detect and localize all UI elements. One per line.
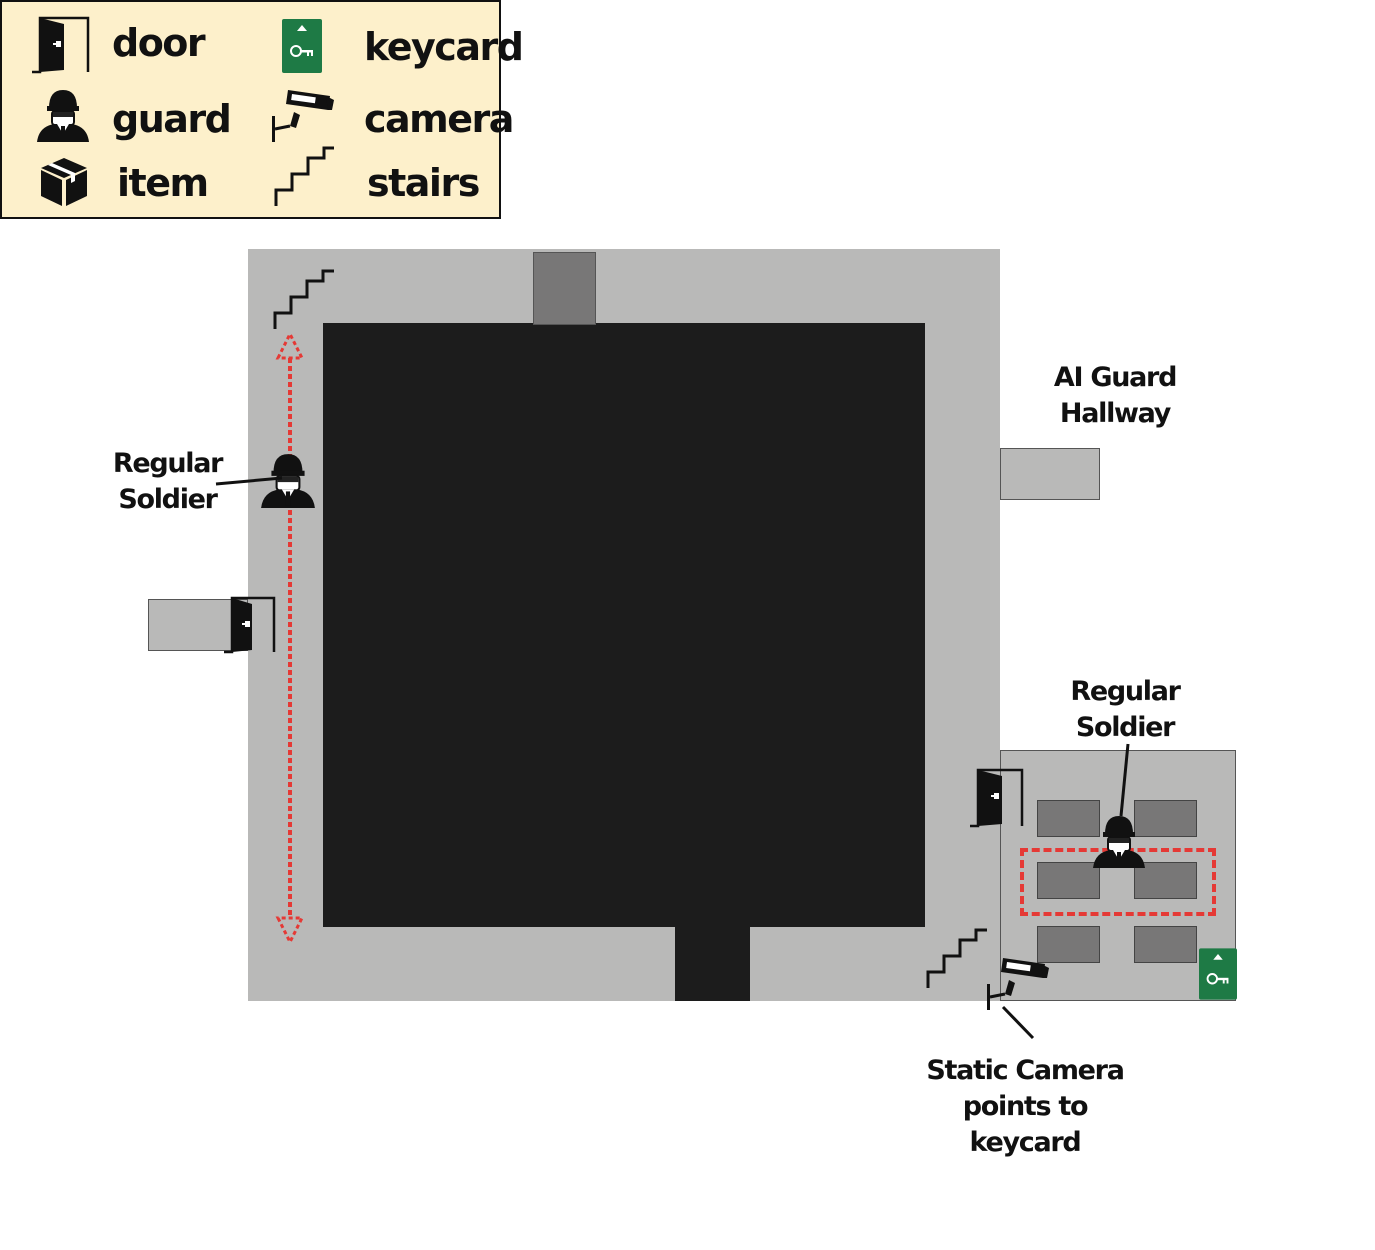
map-legend: door keycard guard camera item <box>0 0 524 219</box>
keycard-icon <box>282 19 322 73</box>
soldier-label-left: Regular Soldier <box>112 448 224 515</box>
legend-item-label: item <box>117 161 209 205</box>
guard-icon <box>1093 816 1145 868</box>
guard-icon <box>37 90 89 142</box>
item-icon <box>41 158 87 206</box>
north-pillar <box>533 252 596 325</box>
stairs-icon <box>273 269 334 329</box>
guard-icon <box>261 454 315 508</box>
door-icon <box>32 16 90 74</box>
door-icon[interactable] <box>222 596 278 654</box>
desk <box>1037 800 1100 837</box>
legend-door-label: door <box>112 21 206 65</box>
legend-guard-label: guard <box>112 97 232 141</box>
camera-icon <box>987 958 1049 1010</box>
camera-icon <box>272 90 334 142</box>
keycard-icon[interactable] <box>1199 947 1237 1001</box>
static-camera-label: Static Camera points to keycard <box>926 1055 1125 1158</box>
desk <box>1134 926 1197 963</box>
ai-guard-hallway <box>1000 448 1100 500</box>
desk <box>1037 862 1100 899</box>
soldier-label-right: Regular Soldier <box>1070 676 1181 743</box>
legend-stairs-label: stairs <box>367 161 480 205</box>
ai-guard-hallway-label: AI Guard Hallway <box>1053 362 1177 429</box>
central-wall-block <box>323 323 925 927</box>
desk <box>1037 926 1100 963</box>
door-icon[interactable] <box>968 768 1028 828</box>
legend-keycard-label: keycard <box>364 25 524 69</box>
legend-camera-label: camera <box>364 97 514 141</box>
south-passage <box>675 925 750 1001</box>
stairs-icon <box>926 928 987 988</box>
stairs-icon <box>274 146 334 206</box>
desk <box>1134 800 1197 837</box>
desk <box>1134 862 1197 899</box>
patrol-path <box>275 330 305 946</box>
